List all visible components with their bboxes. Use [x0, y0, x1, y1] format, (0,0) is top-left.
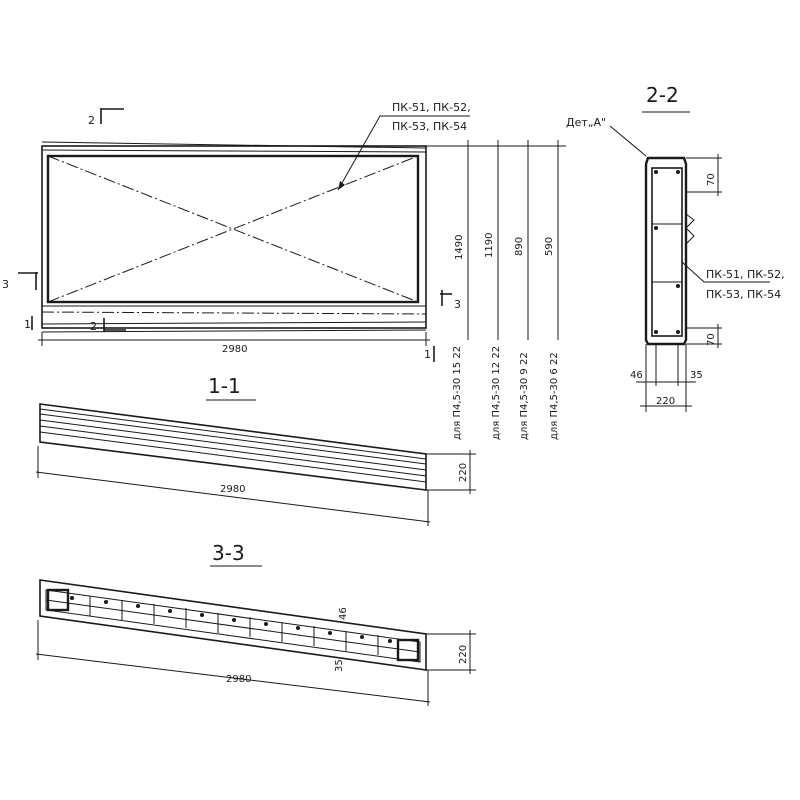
rebar-dot: [676, 330, 680, 334]
rebar-dot: [232, 618, 236, 622]
section-3-3-title: 3-3: [212, 541, 245, 565]
section-2-2: 2-2 Дет„А" ПК-51, ПК-52, ПК-53, ПК-54 70…: [566, 83, 785, 412]
panel-frame-dashed-line: [41, 311, 427, 315]
rebar-dot: [264, 622, 268, 626]
elevation-length-label: 2980: [222, 344, 247, 355]
rebar-dot: [136, 604, 140, 608]
rebar-dot: [676, 284, 680, 288]
section-3-3-rebar-dots: [70, 596, 392, 643]
section-3-3-length: 2980: [226, 674, 251, 685]
dim-46: 46: [630, 370, 643, 381]
section-2-2-reinforcement-cage: [651, 167, 683, 337]
panel-bottom-edge: [41, 329, 427, 333]
height-1190: 1190: [484, 233, 495, 258]
detail-a-label: Дет„А": [566, 116, 606, 129]
cut1-left-label: 1: [24, 318, 31, 331]
detail-a-leader: [609, 125, 647, 157]
section-3-3-end-bar-right: [396, 638, 420, 662]
cut1-right-label: 1: [424, 348, 431, 361]
elevation-callout-leader: [337, 115, 470, 191]
rebar-dot: [104, 600, 108, 604]
cut2-bottom-label: 2: [90, 320, 97, 333]
rebar-dot: [676, 170, 680, 174]
section-1-1: 1-1 2980 220: [35, 374, 476, 526]
dim-35: 35: [690, 370, 703, 381]
section-2-2-body: [644, 156, 688, 346]
panel-top-edge: [41, 141, 427, 149]
dim-70-bottom: 70: [706, 333, 717, 346]
panel-bottom-inner-edge: [41, 321, 427, 325]
section-1-1-title: 1-1: [208, 374, 241, 398]
section-3-3-body: [39, 579, 427, 671]
variant-label-9: для П4,5-30 9 22: [519, 352, 530, 440]
elevation-callout-line2: ПК-53, ПК-54: [392, 120, 467, 133]
cut2-top-label: 2: [88, 114, 95, 127]
section-3-3-dim-line: [35, 653, 431, 703]
rebar-dot: [168, 609, 172, 613]
diagonal-a: [47, 155, 419, 303]
rebar-dot: [70, 596, 74, 600]
rebar-dot: [200, 613, 204, 617]
cut3-left-label: 3: [2, 278, 9, 291]
section-3-3-thickness: 220: [458, 645, 469, 664]
section-2-2-callout-leader: [681, 261, 770, 283]
panel-outline: [41, 145, 427, 329]
section-3-3-dim-46: 46: [338, 607, 349, 620]
variant-label-12: для П4,5-30 12 22: [491, 346, 502, 440]
height-890: 890: [514, 237, 525, 256]
rebar-dot: [654, 330, 658, 334]
section-3-3-end-bar-left: [46, 588, 70, 612]
section-1-1-groove-4: [39, 425, 427, 477]
section-1-1-groove-5: [39, 431, 427, 483]
rebar-dot: [360, 635, 364, 639]
section-1-1-length: 2980: [220, 484, 245, 495]
section-1-1-groove-2: [39, 413, 427, 465]
dim-70-top: 70: [706, 173, 717, 186]
section-3-3-cage: [45, 589, 421, 663]
variant-label-6: для П4,5-30 6 22: [549, 352, 560, 440]
section-2-2-joint-zigzag: [685, 213, 695, 245]
section-1-1-thickness: 220: [458, 463, 469, 482]
panel-top-inner-edge: [41, 149, 427, 153]
section-1-1-groove-1: [39, 408, 427, 460]
section-2-2-callout-line1: ПК-51, ПК-52,: [706, 268, 785, 281]
diagonal-b: [47, 155, 419, 303]
section-1-1-dim-line: [35, 471, 431, 523]
rebar-dot: [296, 626, 300, 630]
section-3-3: 3-3: [35, 541, 476, 706]
section-3-3-stirrups: [89, 596, 379, 655]
cut3-right-label: 3: [454, 298, 461, 311]
section-1-1-groove-3: [39, 419, 427, 471]
dim-220: 220: [656, 396, 675, 407]
section-3-3-rebar-axis: [45, 599, 421, 653]
rebar-dot: [654, 170, 658, 174]
callout-arrowhead: [338, 181, 345, 190]
rebar-dot: [388, 639, 392, 643]
variant-label-15: для П4,5-30 15 22: [452, 346, 463, 440]
elevation-callout-line1: ПК-51, ПК-52,: [392, 101, 471, 114]
height-1490: 1490: [454, 235, 465, 260]
rebar-dot: [328, 631, 332, 635]
section-2-2-title: 2-2: [646, 83, 679, 107]
panel-inner-frame: [46, 154, 420, 304]
section-2-2-callout-line2: ПК-53, ПК-54: [706, 288, 781, 301]
section-3-3-dim-35: 35: [334, 659, 345, 672]
height-590: 590: [544, 237, 555, 256]
elevation-view: ПК-51, ПК-52, ПК-53, ПК-54 2 2 3 3 1 1 2…: [2, 101, 566, 440]
rebar-dot: [654, 226, 658, 230]
